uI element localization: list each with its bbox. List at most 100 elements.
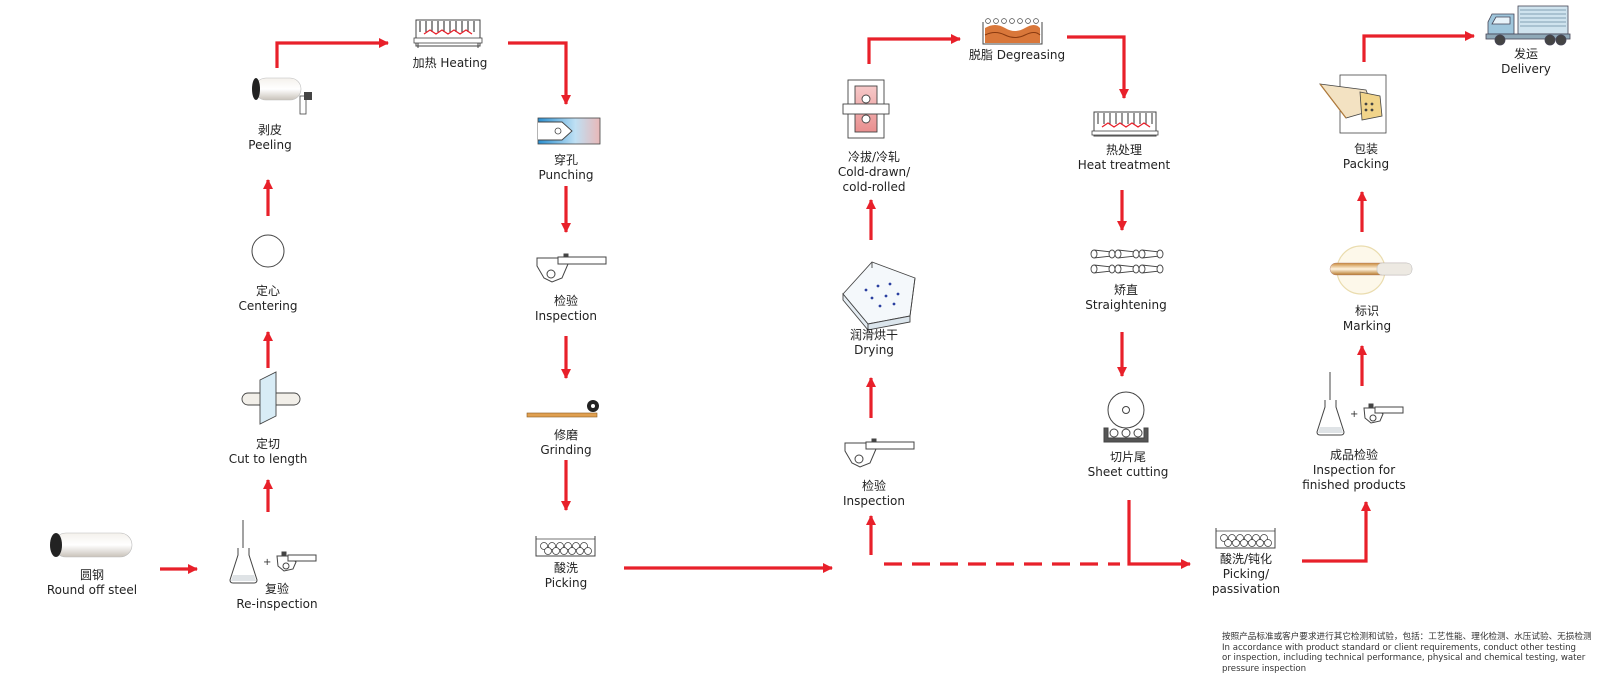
saw-cut-icon xyxy=(241,371,301,425)
flow-arrows xyxy=(160,31,1475,574)
step-label-punching: 穿孔 Punching xyxy=(486,153,646,183)
gauge-icon xyxy=(844,438,915,468)
step-label-en: Grinding xyxy=(540,443,592,457)
step-label-zh: 润滑烘干 xyxy=(849,328,898,342)
step-label-en-2: finished products xyxy=(1302,478,1406,492)
step-label-en: Heat treatment xyxy=(1077,158,1171,172)
step-label-heat-treatment: 热处理 Heat treatment xyxy=(1044,143,1204,173)
step-label-peeling: 剥皮 Peeling xyxy=(190,123,350,153)
step-label-zh: 穿孔 xyxy=(553,153,578,167)
step-label-straightening: 矫直 Straightening xyxy=(1046,283,1206,313)
footnote-en-line-3: pressure inspection xyxy=(1222,663,1307,674)
step-label-en: Sheet cutting xyxy=(1087,465,1169,479)
footnote-zh: 按照产品标准或客户要求进行其它检测和试验，包括：工艺性能、理化检测、水压试验、无… xyxy=(1222,632,1592,642)
step-label-combined: 加热 Heating xyxy=(370,56,530,71)
step-label-en: Peeling xyxy=(248,138,292,152)
step-label-delivery: 发运 Delivery xyxy=(1446,47,1606,77)
piercing-die-icon xyxy=(537,117,601,145)
step-label-en: Round off steel xyxy=(46,583,138,597)
peeling-tool-icon xyxy=(252,77,312,115)
circle-center-icon xyxy=(251,234,285,268)
plus-sign: + xyxy=(263,557,271,568)
step-label-zh: 矫直 xyxy=(1113,283,1138,297)
arrow-colddrawn-to-degreasing xyxy=(867,34,961,64)
step-label-zh: 复验 xyxy=(264,582,289,596)
step-label-en-2: passivation xyxy=(1211,582,1281,596)
step-label-en: Picking xyxy=(544,576,588,590)
step-label-picking: 酸洗 Picking xyxy=(486,561,646,591)
step-label-en: Inspection for xyxy=(1312,463,1396,477)
arrow-peeling-to-heating xyxy=(275,38,389,68)
step-label-cut-to-length: 定切 Cut to length xyxy=(188,437,348,467)
cutting-disc-icon xyxy=(1103,391,1149,443)
step-label-heating: 加热 Heating xyxy=(370,56,530,71)
step-label-zh: 定心 xyxy=(255,284,280,298)
step-label-zh: 包装 xyxy=(1353,142,1378,156)
step-label-en: Punching xyxy=(538,168,594,182)
heat-treatment-furnace-icon xyxy=(1091,111,1159,137)
grinding-wheel-icon xyxy=(526,400,599,418)
step-label-en: Marking xyxy=(1342,319,1392,333)
packing-bundle-icon xyxy=(1319,74,1387,134)
step-label-en: Picking/ xyxy=(1222,567,1270,581)
step-label-zh: 修磨 xyxy=(553,428,578,442)
step-label-zh: 酸洗 xyxy=(553,561,578,575)
step-label-final-inspection: 成品检验 Inspection for finished products xyxy=(1274,448,1434,493)
step-label-zh: 定切 xyxy=(255,437,280,451)
step-label-passivation: 酸洗/钝化 Picking/ passivation xyxy=(1166,552,1326,597)
step-label-en: Drying xyxy=(854,343,894,357)
step-label-en: Straightening xyxy=(1085,298,1167,312)
step-label-en: Inspection xyxy=(843,494,905,508)
step-label-zh: 标识 xyxy=(1354,304,1379,318)
step-label-en: Packing xyxy=(1342,157,1390,171)
footnote: 按照产品标准或客户要求进行其它检测和试验，包括：工艺性能、理化检测、水压试验、无… xyxy=(1222,632,1602,674)
arrow-cutting-to-passivation xyxy=(1127,500,1191,569)
step-label-zh: 发运 xyxy=(1513,47,1538,61)
arrow-passivation-to-finalinspection xyxy=(1302,501,1371,563)
step-label-degreasing: 脱脂 Degreasing xyxy=(937,48,1097,63)
step-label-en: Inspection xyxy=(535,309,597,323)
step-label-zh: 脱脂 xyxy=(968,48,993,62)
step-label-combined: 脱脂 Degreasing xyxy=(937,48,1097,63)
step-label-zh: 成品检验 xyxy=(1329,448,1378,462)
arrow-packing-to-delivery xyxy=(1362,31,1475,62)
step-label-marking: 标识 Marking xyxy=(1287,304,1447,334)
step-label-packing: 包装 Packing xyxy=(1286,142,1446,172)
step-label-en: Cold-drawn/ xyxy=(837,165,911,179)
pickling-tank-icon xyxy=(535,536,596,557)
step-label-en: Delivery xyxy=(1501,62,1551,76)
step-label-zh: 酸洗/钝化 xyxy=(1219,552,1273,566)
footnote-en-line-1: In accordance with product standard or c… xyxy=(1222,642,1576,653)
step-label-en: Re-inspection xyxy=(236,597,318,611)
step-label-en: Heating xyxy=(440,56,488,70)
step-label-en: Degreasing xyxy=(996,48,1066,62)
step-label-drying: 润滑烘干 Drying xyxy=(794,328,954,358)
furnace-icon xyxy=(413,19,483,48)
marking-tube-icon xyxy=(1329,245,1413,295)
steel-bar-icon xyxy=(50,532,133,558)
step-label-zh: 检验 xyxy=(553,294,578,308)
step-label-re-inspection: 复验 Re-inspection xyxy=(197,582,357,612)
step-label-zh: 热处理 xyxy=(1105,143,1142,157)
flask-and-gauge-icon xyxy=(229,520,317,584)
step-label-inspection: 检验 Inspection xyxy=(486,294,646,324)
footnote-en-line-2: or inspection, including technical perfo… xyxy=(1222,653,1586,663)
gauge-icon xyxy=(536,253,607,283)
step-label-zh: 剥皮 xyxy=(257,123,282,137)
step-label-zh: 加热 xyxy=(412,56,437,70)
step-label-zh: 冷拔/冷轧 xyxy=(847,150,901,164)
step-label-cold-drawn: 冷拔/冷轧 Cold-drawn/ cold-rolled xyxy=(794,150,954,195)
step-label-sheet-cutting: 切片尾 Sheet cutting xyxy=(1048,450,1208,480)
drying-box-icon xyxy=(842,261,916,332)
degreasing-tank-icon xyxy=(982,18,1043,45)
step-label-round-off-steel: 圆钢 Round off steel xyxy=(12,568,172,598)
step-label-en: Cut to length xyxy=(228,452,308,466)
step-label-grinding: 修磨 Grinding xyxy=(486,428,646,458)
pickling-tank-icon xyxy=(1215,528,1276,549)
step-label-inspection-2: 检验 Inspection xyxy=(794,479,954,509)
arrow-degreasing-to-heattreatment xyxy=(1067,35,1129,99)
truck-icon xyxy=(1485,5,1571,46)
step-label-zh: 检验 xyxy=(861,479,886,493)
cold-draw-die-icon xyxy=(842,79,890,139)
